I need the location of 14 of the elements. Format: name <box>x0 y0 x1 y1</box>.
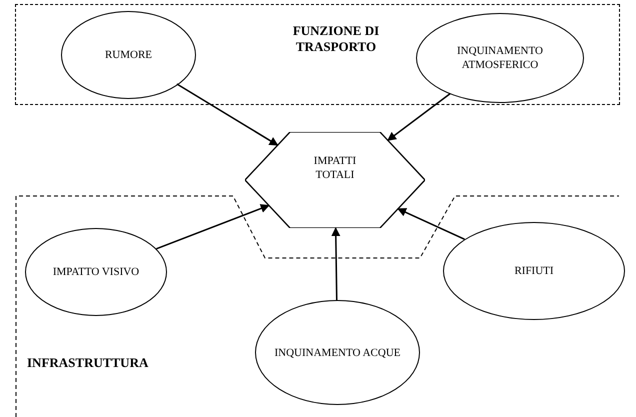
node-label: RUMORE <box>104 48 152 62</box>
node-label: RIFIUTI <box>514 264 554 278</box>
arrow <box>331 227 340 300</box>
arrow <box>176 83 278 146</box>
region-title: FUNZIONE DI TRASPORTO <box>292 23 380 55</box>
arrow <box>397 208 465 240</box>
arrow <box>156 204 270 250</box>
node-label: INQUINAMENTO ATMOSFERICO <box>456 44 544 72</box>
node-label: IMPATTI TOTALI <box>312 154 358 182</box>
dashed-region <box>15 4 620 105</box>
region-title: INFRASTRUTTURA <box>27 355 148 371</box>
arrow <box>387 93 451 141</box>
node-label: INQUINAMENTO ACQUE <box>274 346 400 360</box>
node-label: IMPATTO VISIVO <box>52 265 140 279</box>
